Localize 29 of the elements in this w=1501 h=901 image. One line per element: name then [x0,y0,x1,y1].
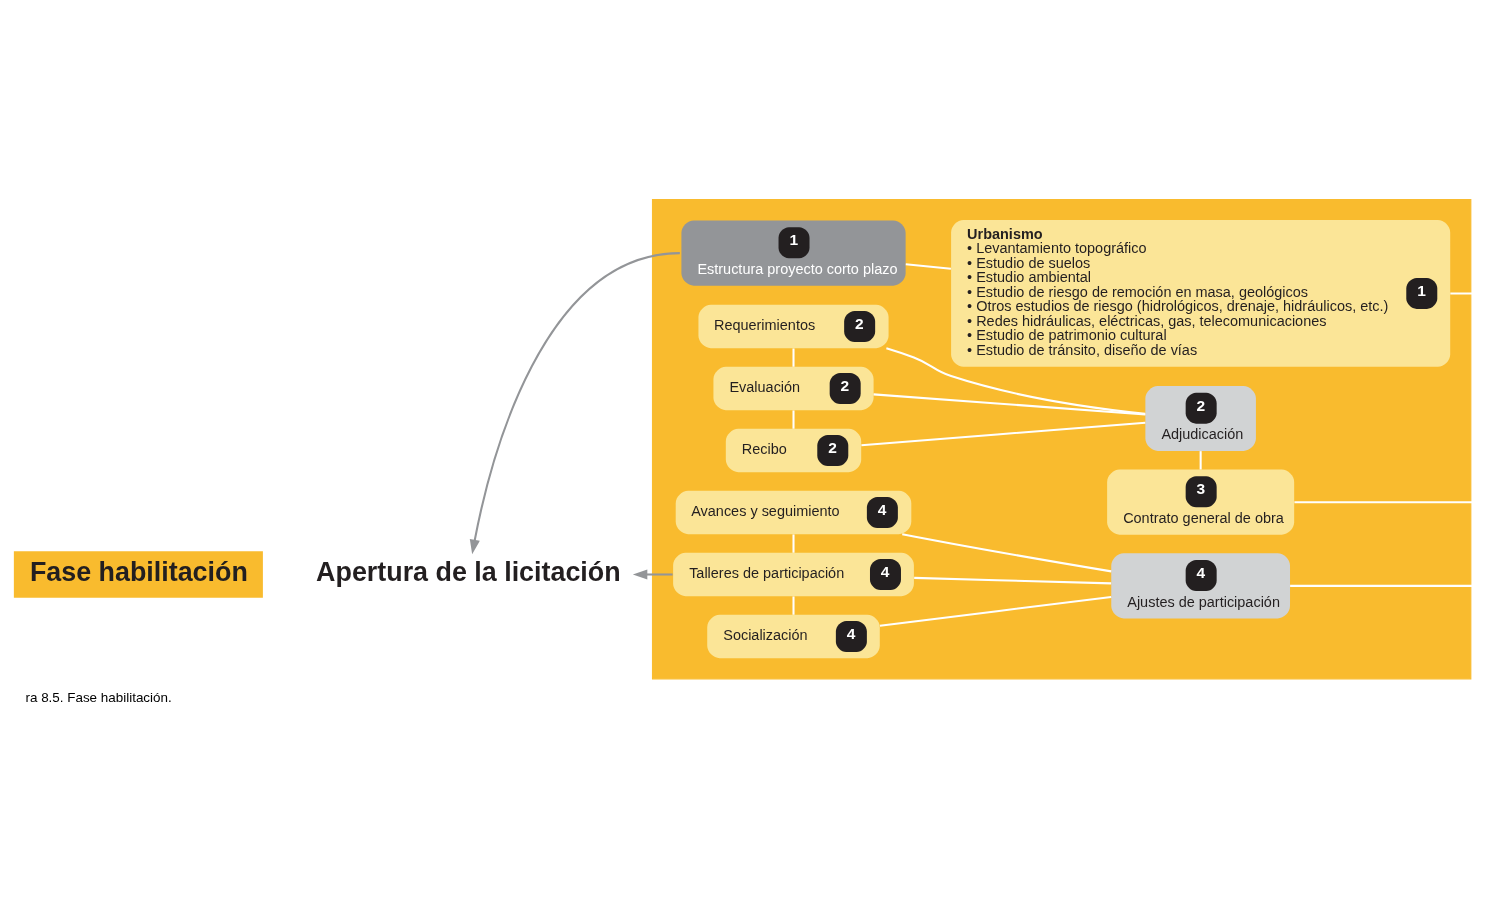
node-box: Socialización 4 [706,614,880,659]
connector [791,348,795,367]
node-box: Evaluación 2 [712,366,874,411]
connector [791,410,795,429]
node-box: Fase habilitación [13,551,263,598]
node-box: Talleres de participación 4 [672,552,914,597]
arrow [469,252,680,555]
node-box: Recibo 2 [725,428,861,473]
connector [901,533,1111,573]
caption: ra 8.5. Fase habilitación. [24,690,172,706]
connector [791,534,795,553]
connector [791,596,795,615]
connector [913,576,1111,585]
node-box: Requerimientos 2 [697,304,889,349]
node-box: Urbanismo • Levantamiento topográfico • Estudio de suelos • Estudio ambiental • Estudio de riesgo de remoción en masa, geológicos • Otros estudios de riesgo (hidrológicos, drenaje, hidráulicos, etc.) • Redes hidráulicas, eléctricas, gas, telecomunicaciones • Estudio de patrimonio cultural • Estudio de tránsito, diseño de vías 1 [950,220,1450,367]
connector [873,393,1145,416]
node-text: Apertura de la licitación [315,556,621,587]
connector [905,263,951,270]
node-box: 4 Ajustes de participación [1110,553,1290,619]
connector [1199,451,1202,470]
connector [885,347,1145,415]
arrow [632,569,673,580]
node-box: Avances y seguimiento 4 [675,490,911,535]
node-box: 1 Estructura proyecto corto plazo [680,220,906,286]
connector [879,595,1111,627]
node-box: 3 Contrato general de obra [1106,469,1294,535]
node-box: 2 Adjudicación [1144,385,1256,451]
cluster [651,198,1471,680]
connector [860,421,1145,447]
